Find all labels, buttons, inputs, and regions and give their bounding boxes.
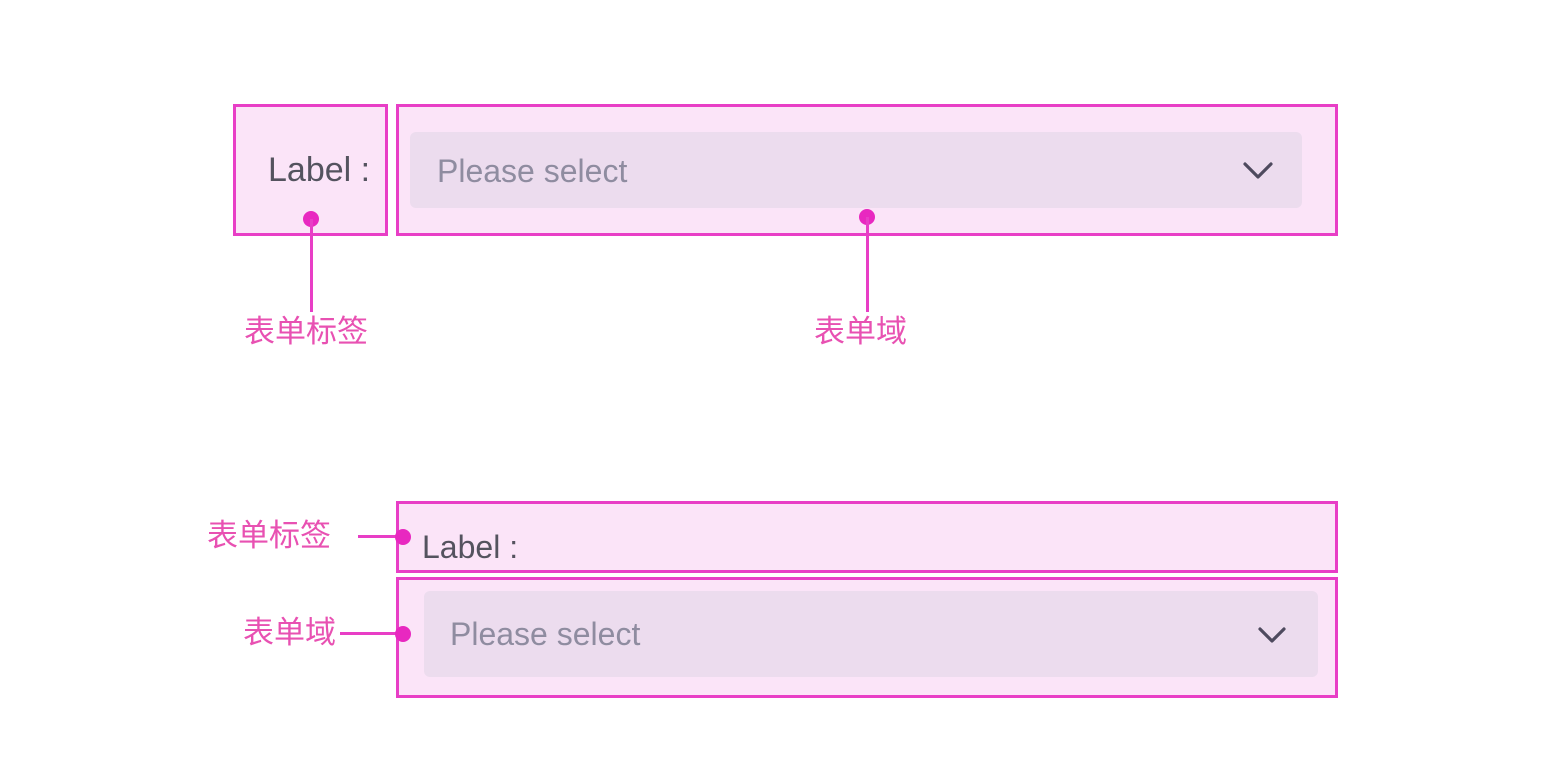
inline-form-label: Label : [268,151,371,189]
callout-leader-stacked-label [358,535,406,538]
chevron-down-icon[interactable] [1240,157,1276,183]
chevron-down-icon[interactable] [1255,622,1289,646]
inline-select-control[interactable] [410,132,1302,208]
callout-label-stacked-form-field: 表单域 [243,615,336,651]
stacked-select-control[interactable] [424,591,1318,677]
inline-select-placeholder: Please select [437,153,628,189]
callout-label-inline-form-label: 表单标签 [244,314,368,350]
callout-label-stacked-form-label: 表单标签 [207,518,331,554]
stacked-select-placeholder: Please select [450,616,641,652]
callout-leader-inline-field [866,217,869,312]
callout-leader-stacked-field [340,632,405,635]
stacked-form-label: Label : [422,529,519,565]
callout-dot-stacked-label [395,529,411,545]
callout-dot-stacked-field [395,626,411,642]
stacked-form-label-region [396,501,1338,573]
callout-leader-inline-label [310,219,313,312]
callout-label-inline-form-field: 表单域 [814,314,907,350]
